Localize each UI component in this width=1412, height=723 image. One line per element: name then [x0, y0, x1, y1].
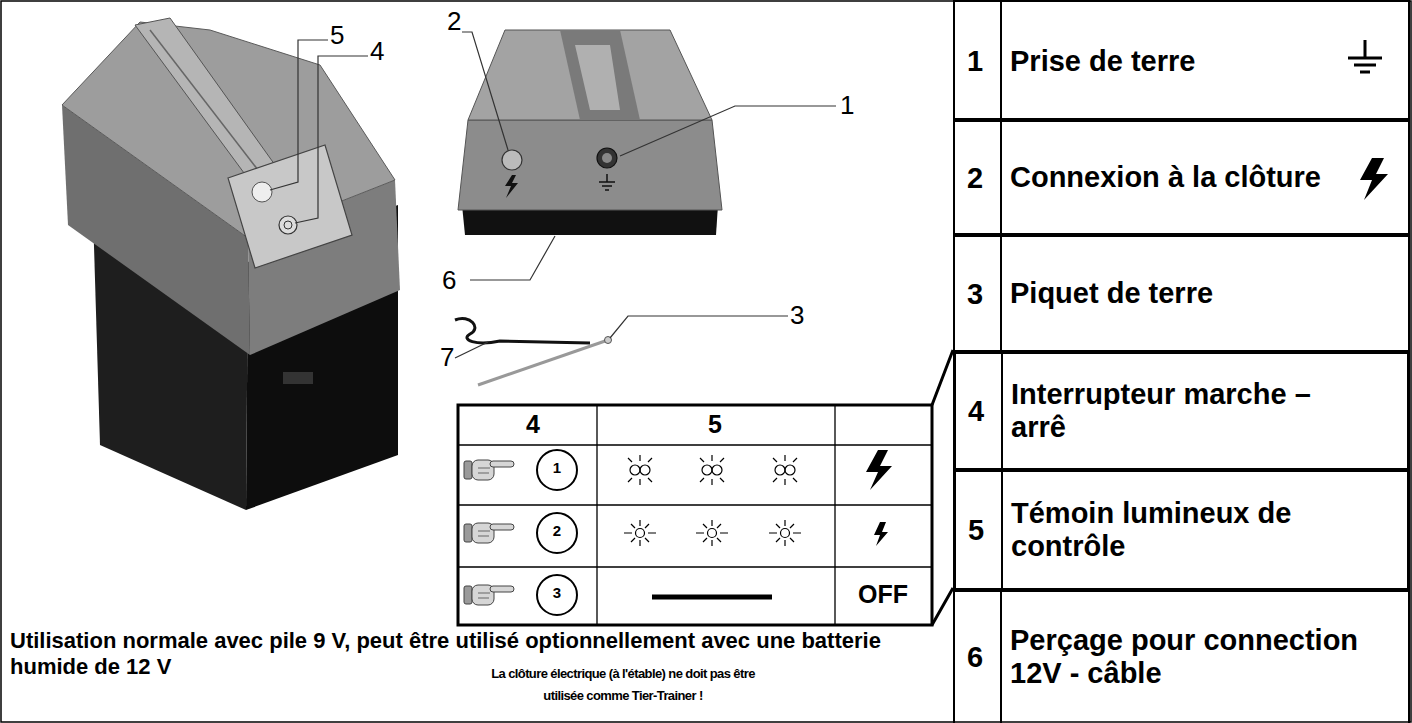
- row-number: 2: [967, 161, 983, 195]
- usage-note: Utilisation normale avec pile 9 V, peut …: [10, 628, 915, 680]
- switch-table-part: [769, 520, 801, 546]
- row-number: 6: [967, 640, 983, 674]
- row-text: Connexion à la clôture: [1010, 161, 1350, 194]
- switch-position: 3: [545, 584, 569, 601]
- callout-number: 3: [790, 300, 814, 330]
- energizer-large-part: [283, 372, 313, 384]
- row-number: 4: [968, 394, 984, 428]
- ground-stake-part: [455, 319, 590, 343]
- switch-table-part: [866, 450, 892, 490]
- switch-table-part: [464, 460, 514, 480]
- legend-icon: [1348, 40, 1388, 200]
- row-text: Piquet de terre: [1010, 277, 1350, 310]
- legend-icon-part: [1360, 158, 1388, 200]
- switch-table-part: [537, 450, 577, 490]
- callout-number: 4: [370, 36, 394, 66]
- energizer-large: [62, 18, 400, 510]
- energizer-large-part: [252, 182, 272, 202]
- row-text: Prise de terre: [1010, 45, 1350, 78]
- column-divider: [1000, 235, 1002, 352]
- table-header: 5: [700, 410, 730, 439]
- row-number: 1: [967, 44, 983, 78]
- energizer-rear-part: [505, 175, 518, 198]
- leader-line-part: [470, 236, 555, 280]
- energizer-rear-part: [560, 30, 640, 120]
- energizer-rear-part: [575, 45, 620, 110]
- energizer-rear-part: [597, 148, 617, 168]
- switch-position: 2: [545, 522, 569, 539]
- switch-table-part: [458, 405, 932, 625]
- legend-row: 5 Témoin lumineux de contrôle: [953, 468, 1410, 592]
- column-divider: [1000, 590, 1002, 723]
- leader-line-part: [455, 342, 488, 358]
- legend-icon-part: [1348, 40, 1382, 72]
- callout-number: 1: [840, 90, 864, 120]
- energizer-rear-part: [599, 174, 615, 190]
- switch-table-part: [773, 455, 797, 485]
- switch-table-part: [932, 350, 953, 625]
- energizer-large-part: [228, 145, 352, 268]
- state-label: OFF: [838, 580, 928, 609]
- warning-note: La clôture électrique (à l'étable) ne do…: [478, 663, 768, 707]
- energizer-large-part: [279, 216, 297, 234]
- callout-number: 7: [440, 342, 464, 372]
- row-text: Perçage pour connection 12V - câble: [1010, 624, 1380, 690]
- legend-row: 1 Prise de terre: [953, 0, 1410, 122]
- energizer-large-part: [284, 221, 292, 229]
- energizer-rear: [458, 30, 722, 235]
- callout-number: 2: [447, 6, 471, 36]
- switch-table-part: [874, 522, 888, 546]
- callout-number: 5: [330, 20, 354, 50]
- energizer-rear-part: [458, 120, 722, 210]
- switch-table-part: [464, 585, 514, 605]
- switch-table-part: [537, 575, 577, 615]
- row-number: 3: [967, 277, 983, 311]
- switch-table-part: [652, 595, 772, 600]
- legend-row: 6 Perçage pour connection 12V - câble: [953, 588, 1410, 723]
- leader-line-part: [295, 56, 368, 223]
- callout-number: 6: [442, 265, 466, 295]
- switch-position: 1: [545, 459, 569, 476]
- leader-line: [270, 32, 836, 358]
- switch-table-part: [628, 455, 652, 485]
- ground-stake-part: [478, 340, 608, 385]
- switch-table-part: [696, 520, 728, 546]
- leader-line-part: [620, 106, 836, 156]
- row-number: 5: [968, 513, 984, 547]
- energizer-rear-part: [502, 150, 522, 170]
- switch-table-part: [537, 513, 577, 553]
- table-header: 4: [518, 410, 548, 439]
- column-divider: [1001, 353, 1003, 469]
- switch-table-part: [464, 523, 514, 543]
- leader-line-part: [610, 316, 788, 338]
- column-divider: [1000, 2, 1002, 120]
- switch-table: [458, 350, 953, 625]
- leader-line-part: [270, 40, 328, 190]
- switch-table-part: [624, 520, 656, 546]
- leader-line-part: [462, 32, 508, 150]
- energizer-rear-part: [602, 153, 612, 163]
- column-divider: [1000, 120, 1002, 235]
- row-text: Interrupteur marche – arrê: [1011, 378, 1351, 444]
- switch-table-part: [700, 455, 724, 485]
- energizer-rear-part: [468, 30, 712, 120]
- legend-row: 2 Connexion à la clôture: [953, 118, 1410, 237]
- legend-row: 3 Piquet de terre: [953, 233, 1410, 354]
- column-divider: [1001, 471, 1003, 589]
- legend-row: 4 Interrupteur marche – arrê: [953, 350, 1410, 472]
- switch-table-part: [458, 405, 932, 625]
- row-text: Témoin lumineux de contrôle: [1011, 497, 1351, 563]
- ground-stake: [455, 319, 612, 385]
